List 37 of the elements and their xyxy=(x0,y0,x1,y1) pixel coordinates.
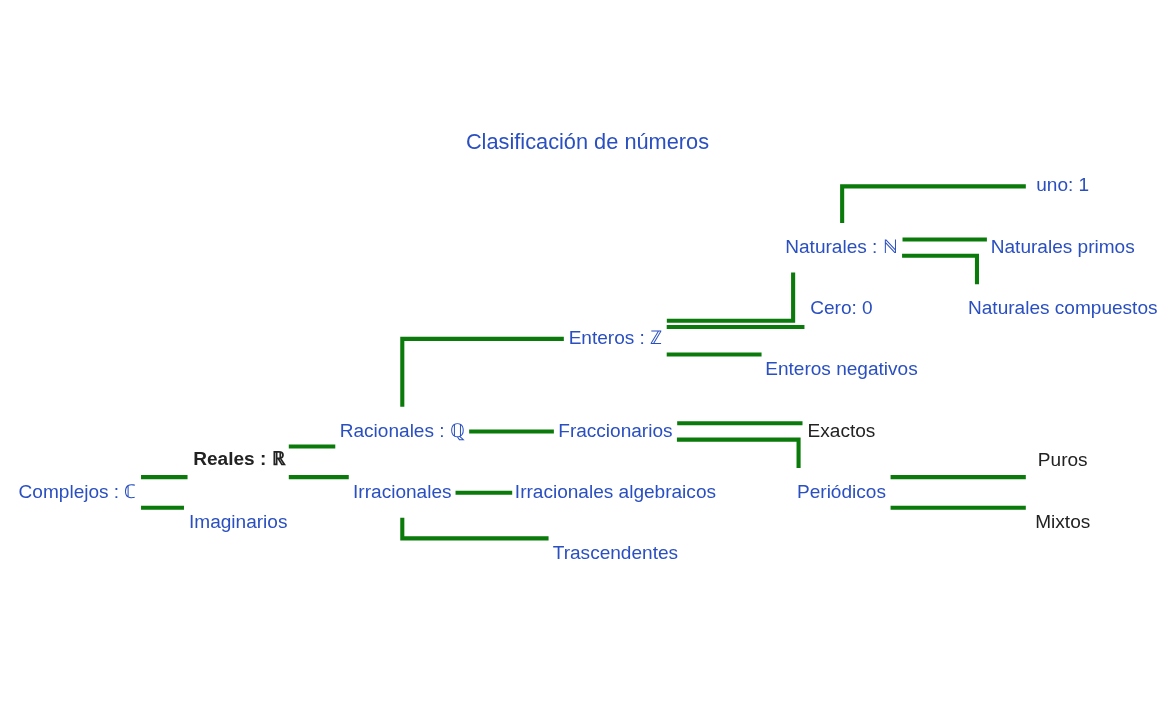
connector xyxy=(141,505,184,510)
node-text: Exactos xyxy=(807,419,876,441)
node-text: Cero: 0 xyxy=(810,296,873,318)
connector xyxy=(902,253,979,285)
diagram-title: Clasificación de números xyxy=(465,129,710,155)
node-text: Naturales primos xyxy=(990,235,1135,257)
node-text: Naturales compuestos xyxy=(968,296,1158,318)
node-text: Irracionales xyxy=(353,480,452,502)
node-text: Mixtos xyxy=(1035,510,1091,532)
node-text: Enteros negativos xyxy=(765,358,918,380)
connector xyxy=(666,272,796,323)
node-text: uno: 1 xyxy=(1036,174,1090,196)
connector xyxy=(677,421,803,426)
connector xyxy=(288,444,336,449)
connector xyxy=(676,437,801,469)
connector xyxy=(141,475,188,480)
connector xyxy=(288,475,349,480)
node-text: Naturales : ℕ xyxy=(785,235,898,257)
node-text: Enteros : ℤ xyxy=(568,326,663,348)
connector xyxy=(469,429,554,434)
node-text: Imaginarios xyxy=(188,510,288,532)
node-text: Complejos : ℂ xyxy=(18,480,137,502)
connector xyxy=(840,184,1026,224)
connector xyxy=(455,490,513,495)
connector xyxy=(400,336,564,407)
node-text: Irracionales algebraicos xyxy=(514,480,716,502)
connector xyxy=(890,475,1026,480)
node-text: Fraccionarios xyxy=(558,419,673,441)
node-text: Trascendentes xyxy=(552,542,679,564)
node-text: Puros xyxy=(1037,449,1088,471)
node-text: Reales : ℝ xyxy=(193,448,286,470)
connector xyxy=(902,237,987,242)
connector xyxy=(666,352,762,357)
node-text: Periódicos xyxy=(797,480,886,502)
node-text: Racionales : ℚ xyxy=(339,419,465,441)
connector xyxy=(890,505,1026,510)
connector xyxy=(666,325,805,330)
